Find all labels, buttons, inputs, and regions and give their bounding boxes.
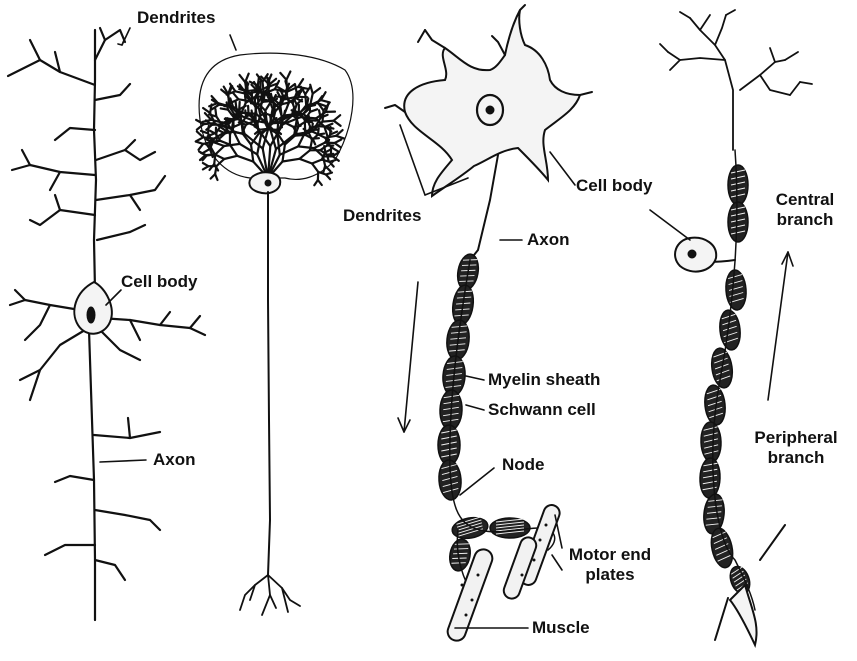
label-motor-end-plates-line1: Motor end bbox=[555, 545, 665, 565]
pyramidal-nucleus bbox=[87, 307, 95, 323]
sensory-receptor bbox=[730, 585, 757, 645]
label-motor-end-plates: Motor end plates bbox=[555, 545, 665, 585]
label-central-branch: Central branch bbox=[762, 190, 848, 230]
label-myelin-sheath: Myelin sheath bbox=[488, 370, 600, 390]
label-axon-2: Axon bbox=[527, 230, 570, 250]
label-peripheral-branch: Peripheral branch bbox=[740, 428, 852, 468]
label-central-branch-line2: branch bbox=[762, 210, 848, 230]
label-muscle: Muscle bbox=[532, 618, 590, 638]
label-motor-end-plates-line2: plates bbox=[555, 565, 665, 585]
label-axon-1: Axon bbox=[153, 450, 196, 470]
label-peripheral-branch-line2: branch bbox=[740, 448, 852, 468]
label-cell-body-1: Cell body bbox=[121, 272, 198, 292]
label-central-branch-line1: Central bbox=[762, 190, 848, 210]
label-dendrites-2: Dendrites bbox=[343, 206, 421, 226]
label-schwann-cell: Schwann cell bbox=[488, 400, 596, 420]
label-dendrites-1: Dendrites bbox=[137, 8, 215, 28]
purkinje-neuron bbox=[196, 53, 353, 615]
label-peripheral-branch-line1: Peripheral bbox=[740, 428, 852, 448]
sensory-neuron bbox=[650, 10, 812, 645]
pyramidal-neuron bbox=[8, 28, 205, 620]
label-cell-body-2: Cell body bbox=[576, 176, 653, 196]
label-node: Node bbox=[502, 455, 545, 475]
